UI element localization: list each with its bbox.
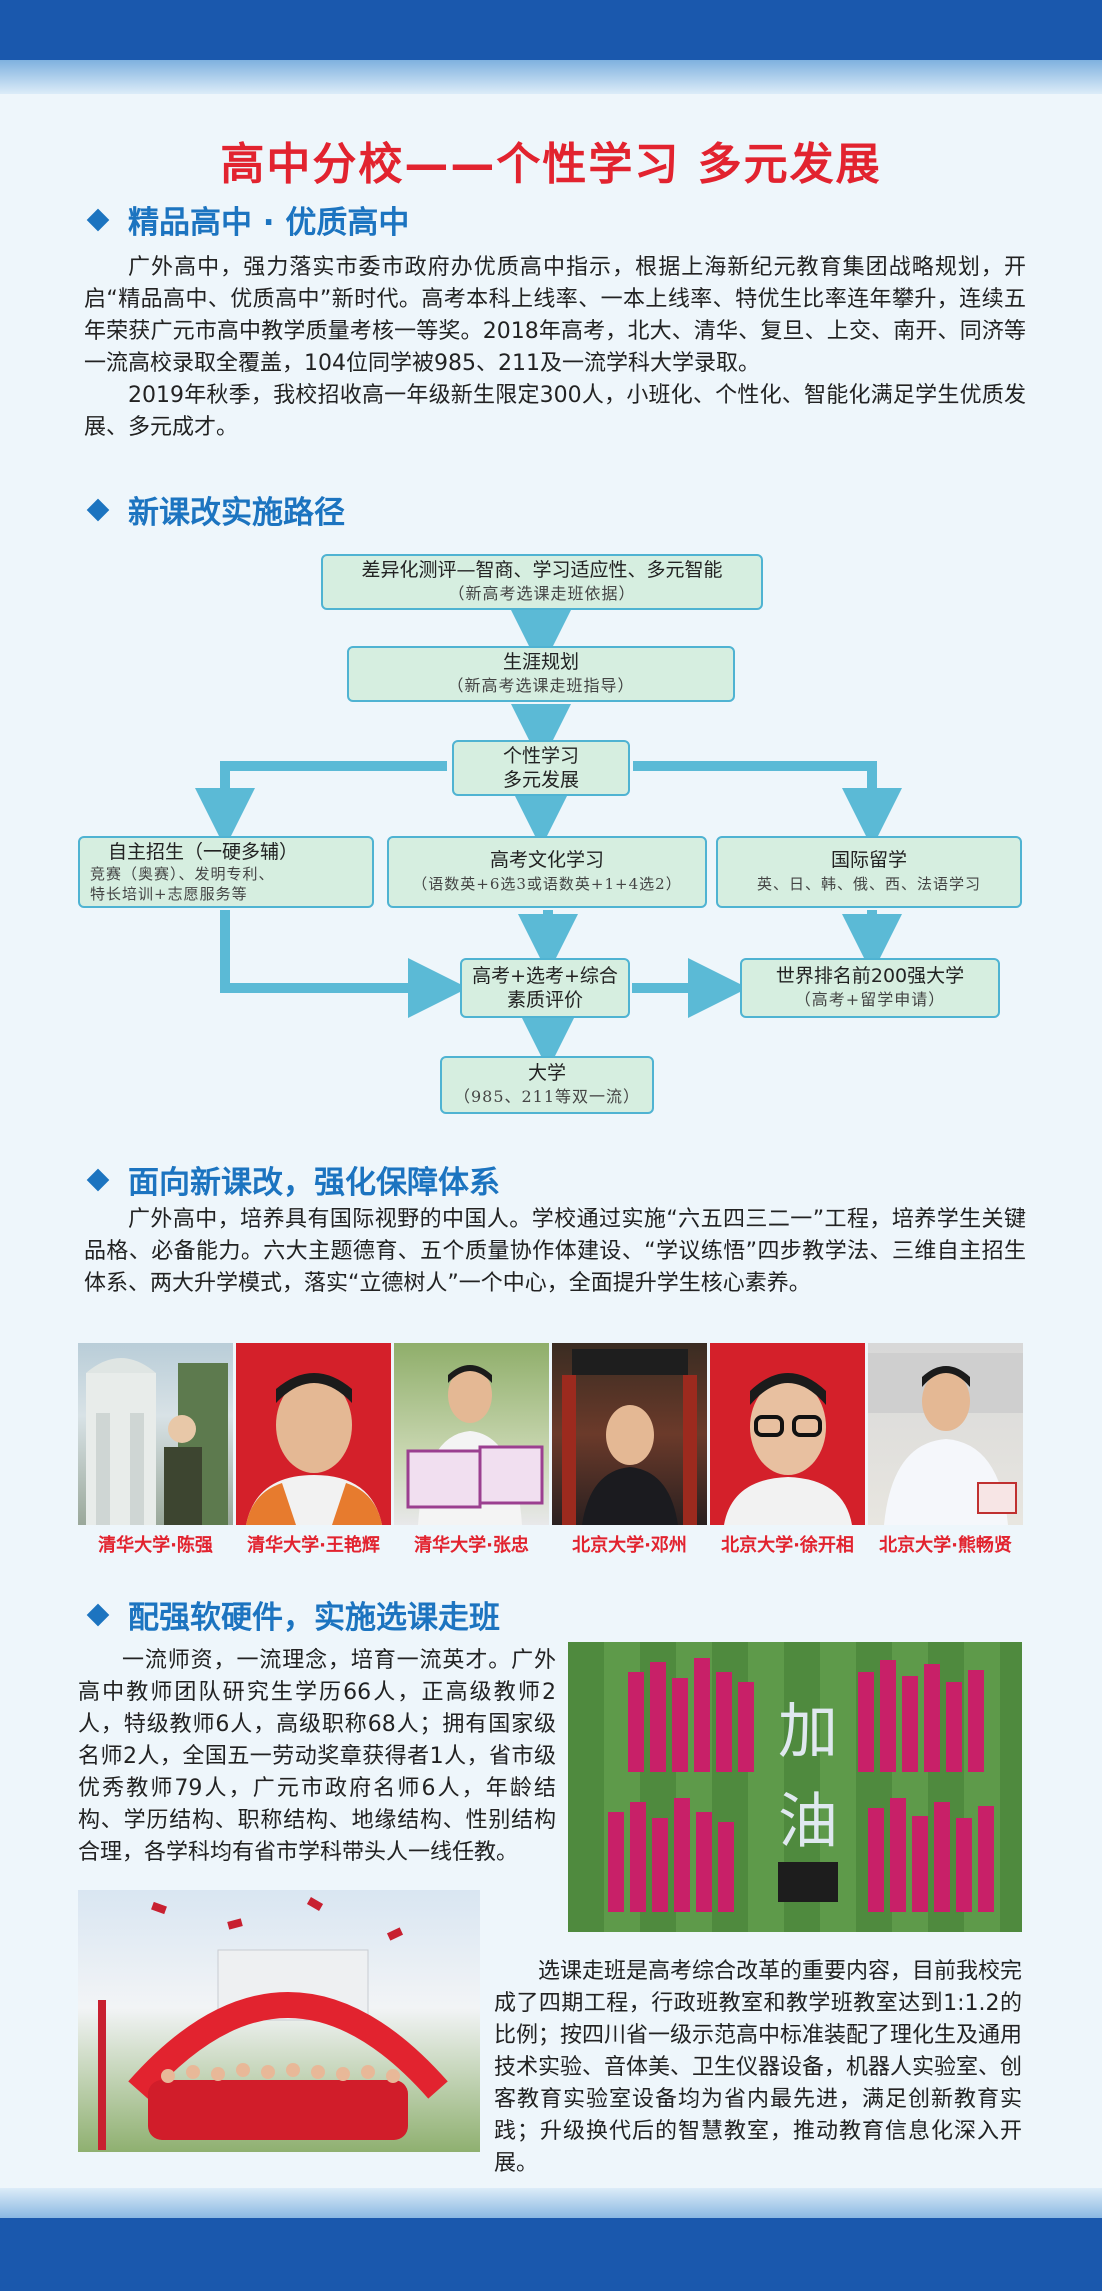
flow-box-title: 生涯规划: [502, 651, 579, 673]
bottom-banner-gradient: [0, 2188, 1102, 2222]
section-hardware-body-1: 一流师资，一流理念，培育一流英才。广外高中教师团队研究生学历66人，正高级教师2…: [78, 1645, 556, 1869]
flow-box-title: 高考+选考+综合: [472, 965, 618, 987]
flow-box-title: 多元发展: [502, 769, 579, 791]
paragraph: 选课走班是高考综合改革的重要内容，目前我校完成了四期工程，行政班教室和教学班教室…: [494, 1959, 1023, 2176]
flow-box-title: 世界排名前200强大学: [775, 965, 965, 987]
student-caption: 北京大学·邓州: [572, 1535, 687, 1556]
paragraph: 广外高中，强力落实市委市政府办优质高中指示，根据上海新纪元教育集团战略规划，开启…: [84, 255, 1026, 376]
flow-box-abroad: 国际留学 英、日、韩、俄、西、法语学习: [716, 836, 1022, 908]
student-certificate-illustration: [406, 1365, 544, 1525]
diamond-bullet-icon: [86, 1603, 110, 1626]
field-formation-illustration: 加 油: [608, 1658, 994, 1912]
flow-box-sub: （新高考选课走班依据）: [448, 584, 636, 603]
student-jacket-illustration: [868, 1353, 1023, 1525]
section-heading-text: 新课改实施路径: [128, 495, 345, 531]
student-caption: 北京大学·熊畅贤: [879, 1535, 1012, 1556]
section-heading-quality: 精品高中 · 优质高中: [86, 197, 410, 242]
page-title: 高中分校——个性学习 多元发展: [220, 139, 882, 190]
flow-box-sub: （985、211等双一流）: [453, 1087, 641, 1106]
flow-box-sub: （新高考选课走班指导）: [447, 676, 635, 695]
student-caption: 北京大学·徐开相: [721, 1535, 854, 1556]
student-photo: [710, 1343, 865, 1525]
student-caption: 清华大学·张忠: [414, 1535, 529, 1556]
section-hardware-body-2: 选课走班是高考综合改革的重要内容，目前我校完成了四期工程，行政班教室和教学班教室…: [494, 1956, 1022, 2180]
section-heading-support-system: 面向新课改，强化保障体系: [86, 1157, 500, 1202]
section-heading-hardware: 配强软硬件，实施选课走班: [86, 1592, 500, 1637]
flow-box-title: 差异化测评—智商、学习适应性、多元智能: [361, 559, 723, 581]
flow-box-title: 素质评价: [506, 989, 583, 1011]
field-text-you: 油: [778, 1787, 838, 1857]
paragraph: 广外高中，培养具有国际视野的中国人。学校通过实施“六五四三二一”工程，培养学生关…: [84, 1207, 1026, 1296]
paragraph: 一流师资，一流理念，培育一流英才。广外高中教师团队研究生学历66人，正高级教师2…: [78, 1648, 556, 1865]
flow-box-sub: 竞赛（奥赛）、发明专利、: [90, 865, 275, 883]
section-support-body: 广外高中，培养具有国际视野的中国人。学校通过实施“六五四三二一”工程，培养学生关…: [84, 1204, 1026, 1300]
peking-gate-illustration: [562, 1349, 697, 1525]
student-photo: [868, 1343, 1023, 1525]
section-quality-body: 广外高中，强力落实市委市政府办优质高中指示，根据上海新纪元教育集团战略规划，开启…: [84, 252, 1026, 444]
portrait-illustration: [246, 1373, 382, 1525]
field-formation-photo: 加 油: [568, 1642, 1022, 1932]
flow-box-career: 生涯规划 （新高考选课走班指导）: [347, 646, 735, 702]
bottom-banner: [0, 2218, 1102, 2291]
flow-box-sub: 英、日、韩、俄、西、法语学习: [756, 875, 981, 893]
section-heading-reform-path: 新课改实施路径: [86, 487, 345, 532]
arrow-left-branch: [195, 761, 447, 848]
section-heading-text: 面向新课改，强化保障体系: [128, 1165, 500, 1201]
flow-box-title: 个性学习: [502, 745, 579, 767]
student-photo: [394, 1343, 549, 1525]
flow-box-independent: 自主招生（一硬多辅） 竞赛（奥赛）、发明专利、 特长培训+志愿服务等: [78, 836, 374, 908]
field-text-jia: 加: [778, 1697, 838, 1767]
student-caption: 清华大学·王艳辉: [247, 1535, 380, 1556]
student-photo: [78, 1343, 233, 1525]
arrow-to-combined: [220, 910, 468, 1018]
flow-box-assessment: 差异化测评—智商、学习适应性、多元智能 （新高考选课走班依据）: [321, 554, 763, 610]
flow-box-title: 国际留学: [830, 849, 907, 871]
flow-box-title: 高考文化学习: [489, 849, 604, 871]
flow-box-university: 大学 （985、211等双一流）: [440, 1056, 654, 1114]
top-banner-gradient: [0, 60, 1102, 94]
graduation-photo: [78, 1890, 480, 2152]
diamond-bullet-icon: [86, 1168, 110, 1191]
flow-box-sub: （高考+留学申请）: [794, 990, 946, 1009]
flow-box-title: 自主招生（一硬多辅）: [108, 841, 299, 863]
portrait-glasses-illustration: [724, 1373, 852, 1525]
arrow-right-branch: [633, 761, 902, 848]
flowchart-arrows: [195, 610, 902, 1070]
flow-box-sub: （语数英+6选3或语数英+1+4选2）: [412, 875, 682, 893]
flow-box-gaokao: 高考文化学习 （语数英+6选3或语数英+1+4选2）: [387, 836, 707, 908]
student-photo: [236, 1343, 391, 1525]
campus-gate-illustration: [86, 1358, 228, 1525]
paragraph: 2019年秋季，我校招收高一年级新生限定300人，小班化、个性化、智能化满足学生…: [84, 383, 1026, 440]
section-heading-text: 配强软硬件，实施选课走班: [128, 1600, 500, 1636]
graduation-illustration: [98, 1897, 448, 2150]
section-heading-text: 精品高中 · 优质高中: [128, 205, 410, 241]
student-photo: [552, 1343, 707, 1525]
flow-box-personal: 个性学习 多元发展: [452, 740, 630, 796]
flow-box-title: 大学: [527, 1062, 566, 1084]
flow-box-combined: 高考+选考+综合 素质评价: [460, 958, 630, 1018]
flow-box-world-top200: 世界排名前200强大学 （高考+留学申请）: [740, 958, 1000, 1018]
student-caption: 清华大学·陈强: [98, 1535, 213, 1556]
flow-box-sub: 特长培训+志愿服务等: [90, 885, 248, 903]
